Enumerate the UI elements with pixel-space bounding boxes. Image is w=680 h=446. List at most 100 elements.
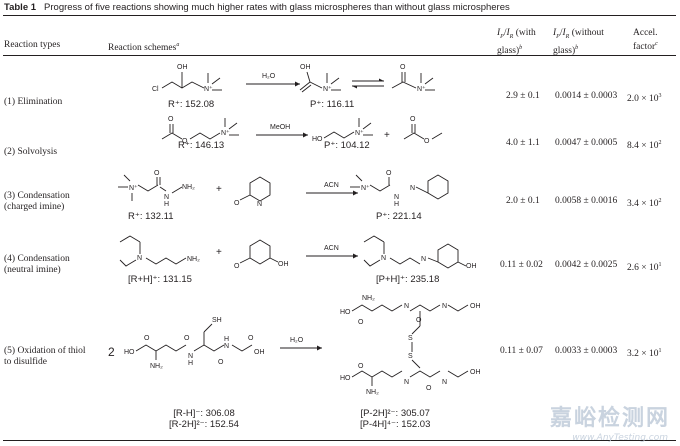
r5-h1: H bbox=[188, 360, 193, 367]
p1a-b2b bbox=[301, 84, 312, 93]
row5-reactant-label-2: [R-2H]²⁻: 152.54 bbox=[169, 419, 239, 430]
r3-c1 bbox=[137, 184, 159, 192]
p5-s1: S bbox=[408, 335, 413, 342]
r4b-oh: OH bbox=[278, 261, 289, 268]
p3-n3: N bbox=[410, 185, 415, 192]
p2-me1 bbox=[362, 122, 372, 130]
row5-type-2: to disulfide bbox=[4, 357, 48, 367]
row4-reactant-label: [R+H]⁺: 131.15 bbox=[128, 274, 192, 285]
hdr-glass1: glass) bbox=[497, 46, 520, 57]
p4-cn bbox=[427, 257, 439, 263]
row1-with-glass: 2.9 ± 0.1 bbox=[506, 91, 540, 101]
row5-accel: 3.2 × 101 bbox=[627, 346, 661, 360]
r2-arrowhead bbox=[303, 132, 308, 138]
row2-reactant-label: R⁺: 146.13 bbox=[178, 140, 225, 151]
p1a-b2 bbox=[299, 81, 311, 91]
r4-et2 bbox=[119, 259, 137, 267]
p1a-b1 bbox=[306, 71, 311, 83]
hdr-i1: I bbox=[497, 28, 501, 38]
row3-accel: 3.4 × 102 bbox=[627, 196, 661, 210]
row4-scheme: N NH₂ + O OH ACN N N OH bbox=[119, 235, 477, 270]
row4-type-2: (neutral imine) bbox=[4, 265, 61, 275]
p5-ho1: HO bbox=[340, 309, 351, 316]
p1b-n: N⁺ bbox=[417, 85, 426, 93]
r1-arrowhead bbox=[295, 81, 300, 87]
r5-sh: SH bbox=[212, 317, 222, 324]
p1a-n: N⁺ bbox=[323, 85, 332, 93]
header-reaction-schemes: Reaction schemesa bbox=[108, 40, 179, 54]
hdr-accel: Accel. bbox=[633, 28, 658, 38]
row4-accel-base: 2.6 × 10 bbox=[627, 263, 659, 274]
r3b-o: O bbox=[234, 200, 240, 207]
eq-bottom-head bbox=[352, 86, 357, 89]
r3-reagent: ACN bbox=[324, 182, 339, 189]
row3-type-1: (3) Condensation bbox=[4, 191, 70, 201]
row3-reactant-label: R⁺: 132.11 bbox=[128, 211, 174, 222]
r3-nh2: NH₂ bbox=[182, 184, 195, 191]
row4-type: (4) Condensation (neutral imine) bbox=[4, 254, 70, 276]
p4-chain bbox=[389, 257, 421, 265]
r2-me1 bbox=[228, 122, 238, 130]
row4-without-glass: 0.0042 ± 0.0025 bbox=[555, 260, 618, 270]
row3-accel-base: 3.4 × 10 bbox=[627, 199, 659, 210]
p5-o3: O bbox=[358, 363, 364, 370]
r5-n2: N bbox=[224, 343, 229, 350]
p5-n3: N bbox=[404, 379, 409, 386]
p5-gly1 bbox=[447, 304, 469, 312]
p5-o2: O bbox=[416, 317, 422, 324]
row5-accel-base: 3.2 × 10 bbox=[627, 349, 659, 360]
r4b-o: O bbox=[234, 263, 240, 270]
row5-reactant-labels: [R-H]⁻: 306.08 [R-2H]²⁻: 152.54 bbox=[169, 408, 239, 430]
row4-with-glass: 0.11 ± 0.02 bbox=[500, 260, 543, 270]
row1-reactant-label: R⁺: 152.08 bbox=[168, 99, 215, 110]
row5-product-label-2: [P-4H]⁴⁻: 152.03 bbox=[360, 419, 431, 430]
r4-et1 bbox=[119, 235, 141, 243]
r5-o4: O bbox=[248, 335, 254, 342]
bottom-rule bbox=[3, 440, 676, 441]
r5-reagent: H₂O bbox=[290, 337, 304, 344]
p2-plus: + bbox=[384, 130, 390, 141]
p3-n: N⁺ bbox=[361, 184, 370, 192]
header-reaction-types: Reaction types bbox=[4, 40, 61, 50]
row3-accel-exp: 2 bbox=[658, 198, 662, 204]
r5-chain bbox=[135, 344, 187, 352]
row3-type: (3) Condensation (charged imine) bbox=[4, 191, 70, 213]
hdr-r2: R bbox=[565, 33, 570, 40]
r5-oh: OH bbox=[254, 349, 265, 356]
r5-o2: O bbox=[184, 335, 190, 342]
r1-reagent: H₂O bbox=[262, 73, 276, 80]
hdr-factor: factor bbox=[633, 42, 656, 53]
p3-c1 bbox=[369, 184, 391, 192]
p4-ring bbox=[437, 243, 459, 269]
header-rule bbox=[3, 55, 676, 56]
p5-chain2 bbox=[351, 370, 403, 378]
r4-plus: + bbox=[216, 247, 222, 258]
row2-accel: 8.4 × 102 bbox=[627, 138, 661, 152]
hdr-i2: I bbox=[506, 28, 510, 38]
p4-n2: N bbox=[421, 256, 426, 263]
watermark-en: www.AnyTesting.com bbox=[572, 433, 668, 443]
r2-ester1 bbox=[161, 132, 183, 140]
p1b-chain bbox=[391, 81, 417, 89]
row3-with-glass: 2.0 ± 0.1 bbox=[506, 196, 540, 206]
r3b-ring bbox=[249, 176, 271, 202]
p1a-oh: OH bbox=[300, 64, 311, 71]
r4-chain bbox=[145, 257, 187, 265]
p4-ohbond bbox=[457, 261, 467, 267]
p3-ring bbox=[427, 174, 449, 200]
r1-oh: OH bbox=[177, 64, 188, 71]
hdr-sup2: b bbox=[575, 44, 579, 51]
row4-product-label: [P+H]⁺: 235.18 bbox=[376, 274, 440, 285]
p4-n: N bbox=[381, 255, 386, 262]
p5-o1: O bbox=[358, 319, 364, 326]
table-title: Progress of five reactions showing much … bbox=[44, 2, 510, 13]
row5-scheme: HO O NH₂ O N H SH O N H O OH H₂O HO NH₂ … bbox=[124, 295, 481, 396]
hdr-p2: P bbox=[556, 33, 560, 40]
row5-type: (5) Oxidation of thiol to disulfide bbox=[4, 346, 86, 368]
r5-gly bbox=[231, 344, 253, 352]
p3-cn bbox=[415, 186, 429, 194]
r3-me1 bbox=[123, 174, 131, 182]
r1-n: N⁺ bbox=[204, 85, 213, 93]
r3-h: H bbox=[164, 201, 169, 208]
